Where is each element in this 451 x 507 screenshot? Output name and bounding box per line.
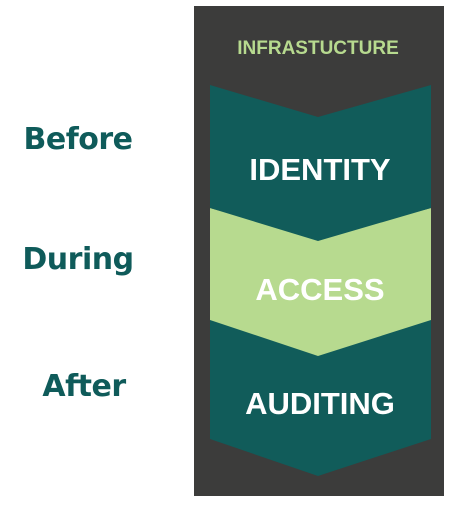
infrastructure-header: INFRASTUCTURE — [237, 38, 399, 59]
stage-auditing-label: AUDITING — [245, 386, 395, 421]
stage-access-label: ACCESS — [255, 272, 384, 307]
stage-access — [210, 208, 431, 358]
phase-label-after: After — [42, 369, 126, 404]
phase-label-during: During — [22, 242, 134, 277]
phase-label-before: Before — [23, 122, 133, 157]
stage-identity — [210, 85, 431, 241]
stage-identity-label: IDENTITY — [249, 152, 391, 187]
stage-auditing — [210, 320, 431, 476]
